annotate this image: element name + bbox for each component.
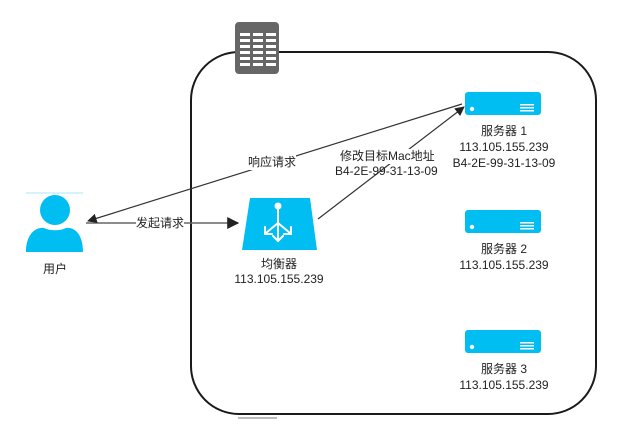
balancer-ip: 113.105.155.239 <box>234 272 324 286</box>
datacenter-container[interactable] <box>190 51 597 415</box>
server-2-icon[interactable] <box>465 210 541 233</box>
server-1-icon[interactable] <box>465 92 541 115</box>
server-1-mac: B4-2E-99-31-13-09 <box>452 156 556 170</box>
server-2-label: 服务器 2 <box>480 242 527 256</box>
server-1-ip: 113.105.155.239 <box>459 140 549 154</box>
edge-forward-mac: B4-2E-99-31-13-09 <box>335 164 438 178</box>
server-2-ip: 113.105.155.239 <box>459 258 549 272</box>
server-1-label: 服务器 1 <box>480 124 527 138</box>
user-icon[interactable] <box>26 192 83 252</box>
edge-response-label: 响应请求 <box>248 155 297 170</box>
edge-request-label: 发起请求 <box>136 216 185 231</box>
server-3-label: 服务器 3 <box>480 362 527 376</box>
balancer-label: 均衡器 <box>260 257 297 271</box>
datacenter-icon <box>235 22 279 74</box>
edge-forward-label: 修改目标Mac地址 <box>340 149 435 164</box>
server-3-icon[interactable] <box>465 330 541 353</box>
user-label: 用户 <box>28 262 82 277</box>
load-balancer-icon[interactable] <box>242 198 317 250</box>
server-3-ip: 113.105.155.239 <box>459 378 549 392</box>
